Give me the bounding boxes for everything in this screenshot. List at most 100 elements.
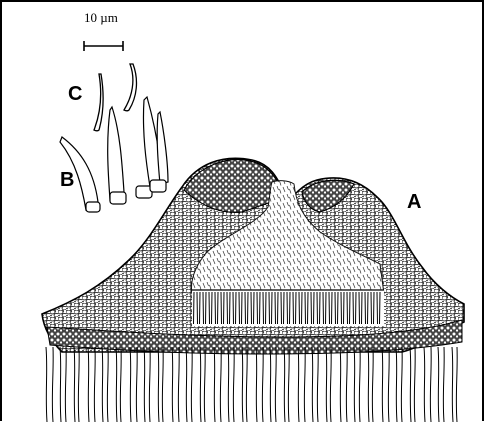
host-cell-column — [60, 347, 66, 422]
ascus-line — [293, 292, 294, 324]
host-tissue — [46, 347, 457, 422]
ascus-line — [290, 292, 291, 324]
ascus-line — [230, 292, 231, 324]
ascus-line — [299, 292, 300, 324]
host-cell-column — [284, 347, 289, 422]
ascus-line — [272, 292, 273, 324]
host-cell-column — [410, 347, 415, 422]
ascus-line — [320, 292, 321, 324]
host-cell-column — [158, 347, 163, 422]
ascus-line — [200, 292, 201, 324]
ascus-line — [284, 292, 285, 324]
ascus-line — [269, 292, 270, 324]
ascus-line — [245, 292, 246, 324]
ascus-line — [233, 292, 234, 324]
ascus-line — [197, 292, 198, 324]
host-cell-column — [186, 347, 192, 422]
ascus-line — [344, 292, 345, 324]
host-cell-column — [424, 347, 431, 422]
ascus-line — [311, 292, 312, 324]
ascus-line — [350, 292, 351, 324]
ascus-line — [380, 292, 381, 324]
ascus-line — [224, 292, 225, 324]
ascus-line — [317, 292, 318, 324]
host-cell-column — [102, 347, 108, 422]
ascus-line — [239, 292, 240, 324]
host-cell-column — [228, 347, 234, 422]
host-cell-column — [88, 347, 95, 422]
ascus-line — [359, 292, 360, 324]
label-b: B — [60, 170, 74, 190]
ascus-line — [203, 292, 204, 324]
host-cell-column — [396, 347, 402, 422]
ascus-line — [242, 292, 243, 324]
ascus-line — [206, 292, 207, 324]
ascus-line — [332, 292, 333, 324]
host-cell-column — [298, 347, 305, 422]
host-cell-column — [438, 347, 444, 422]
host-cell-column — [74, 347, 79, 422]
asci-b — [60, 97, 168, 212]
host-cell-column — [340, 347, 347, 422]
ascus-line — [305, 292, 306, 324]
ascus-line — [314, 292, 315, 324]
label-a: A — [407, 192, 421, 212]
ascus-line — [236, 292, 237, 324]
host-cell-column — [46, 347, 53, 422]
ascus-line — [329, 292, 330, 324]
ascus-line — [296, 292, 297, 324]
ascus-line — [347, 292, 348, 324]
host-cell-column — [256, 347, 263, 422]
ascus-line — [248, 292, 249, 324]
ascus-line — [194, 292, 195, 324]
ascus-line — [260, 292, 261, 324]
host-cell-column — [452, 347, 457, 422]
ascus-line — [335, 292, 336, 324]
host-cell-column — [382, 347, 389, 422]
scale-bar-label: 10 µm — [84, 10, 118, 26]
ascus-line — [257, 292, 258, 324]
ascus-line — [362, 292, 363, 324]
ascus-line — [218, 292, 219, 324]
ascus-line — [287, 292, 288, 324]
host-cell-column — [130, 347, 137, 422]
ascus-line — [209, 292, 210, 324]
ascus-line — [212, 292, 213, 324]
ascus-line — [365, 292, 366, 324]
host-cell-column — [312, 347, 318, 422]
host-cell-column — [214, 347, 221, 422]
ascus-line — [338, 292, 339, 324]
ascus-line — [227, 292, 228, 324]
ascus-line — [341, 292, 342, 324]
host-cell-column — [326, 347, 331, 422]
label-c: C — [68, 84, 82, 104]
ascus-line — [353, 292, 354, 324]
ascus-line — [221, 292, 222, 324]
ascus-line — [278, 292, 279, 324]
ascus-line — [326, 292, 327, 324]
ascus-line — [302, 292, 303, 324]
host-cell-column — [368, 347, 373, 422]
scale-bar — [84, 41, 123, 51]
ascus-line — [275, 292, 276, 324]
ascus-line — [323, 292, 324, 324]
ascus-line — [308, 292, 309, 324]
ascus-line — [251, 292, 252, 324]
ascus-line — [371, 292, 372, 324]
ascus-line — [281, 292, 282, 324]
host-cell-column — [242, 347, 247, 422]
host-cell-column — [116, 347, 121, 422]
asci-palisade — [192, 290, 384, 326]
ascus-line — [263, 292, 264, 324]
host-cell-column — [270, 347, 276, 422]
ascus-line — [356, 292, 357, 324]
ascus-line — [368, 292, 369, 324]
host-cell-column — [200, 347, 205, 422]
host-cell-column — [354, 347, 360, 422]
ascus-line — [215, 292, 216, 324]
ascus-line — [266, 292, 267, 324]
ascus-line — [374, 292, 375, 324]
ascus-line — [254, 292, 255, 324]
host-cell-column — [144, 347, 150, 422]
